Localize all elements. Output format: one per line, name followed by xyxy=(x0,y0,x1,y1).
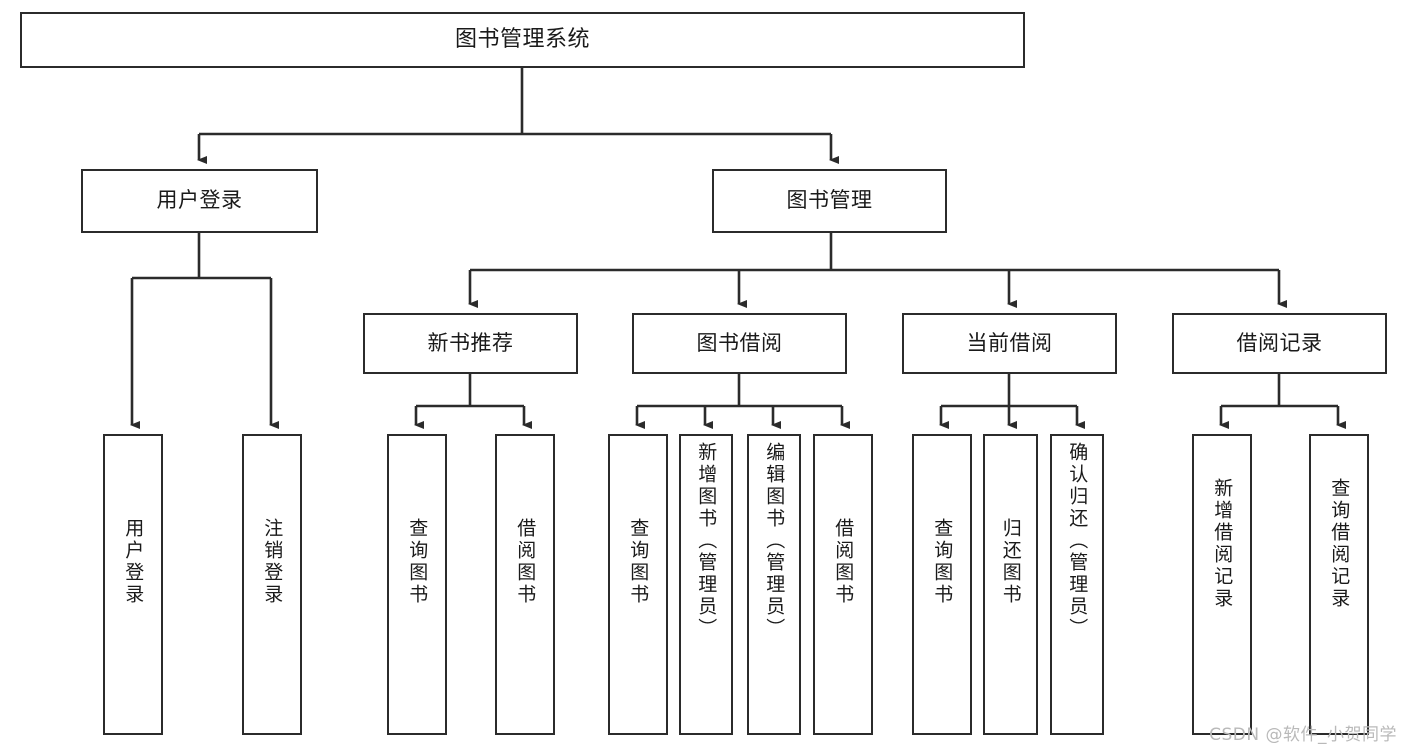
node-leaf-logout-login[interactable]: 注销登录 xyxy=(242,434,302,735)
node-label: 借阅图书 xyxy=(514,518,537,606)
node-leaf-borrow-book-rec[interactable]: 借阅图书 xyxy=(495,434,555,735)
node-leaf-confirm-return-admin[interactable]: 确认归还（管理员） xyxy=(1050,434,1104,735)
node-label: 确认归还（管理员） xyxy=(1066,442,1089,640)
node-root-book-management-system[interactable]: 图书管理系统 xyxy=(20,12,1025,68)
node-label: 当前借阅 xyxy=(966,330,1053,355)
node-leaf-query-book-borrow[interactable]: 查询图书 xyxy=(608,434,668,735)
node-label: 查询借阅记录 xyxy=(1328,478,1351,610)
node-current-borrow[interactable]: 当前借阅 xyxy=(902,313,1117,374)
node-label: 借阅图书 xyxy=(832,518,855,606)
node-label: 新书推荐 xyxy=(427,330,514,355)
node-label: 图书借阅 xyxy=(696,330,783,355)
node-new-book-recommend[interactable]: 新书推荐 xyxy=(363,313,578,374)
node-label: 归还图书 xyxy=(999,518,1022,606)
node-label: 新增借阅记录 xyxy=(1211,478,1234,610)
node-label: 用户登录 xyxy=(122,518,145,606)
node-book-borrow[interactable]: 图书借阅 xyxy=(632,313,847,374)
node-leaf-user-login[interactable]: 用户登录 xyxy=(103,434,163,735)
node-label: 编辑图书（管理员） xyxy=(763,442,786,640)
node-label: 查询图书 xyxy=(406,518,429,606)
node-label: 图书管理系统 xyxy=(454,26,590,52)
node-book-manage[interactable]: 图书管理 xyxy=(712,169,947,233)
node-user-login[interactable]: 用户登录 xyxy=(81,169,318,233)
node-label: 新增图书（管理员） xyxy=(695,442,718,640)
node-label: 用户登录 xyxy=(156,188,243,213)
node-label: 图书管理 xyxy=(786,188,873,213)
node-label: 查询图书 xyxy=(931,518,954,606)
node-leaf-query-book-rec[interactable]: 查询图书 xyxy=(387,434,447,735)
node-borrow-record[interactable]: 借阅记录 xyxy=(1172,313,1387,374)
node-leaf-add-borrow-record[interactable]: 新增借阅记录 xyxy=(1192,434,1252,735)
node-leaf-edit-book-admin[interactable]: 编辑图书（管理员） xyxy=(747,434,801,735)
node-leaf-borrow-book-2[interactable]: 借阅图书 xyxy=(813,434,873,735)
node-leaf-query-book-current[interactable]: 查询图书 xyxy=(912,434,972,735)
node-leaf-return-book[interactable]: 归还图书 xyxy=(983,434,1038,735)
node-label: 查询图书 xyxy=(627,518,650,606)
node-label: 注销登录 xyxy=(261,518,284,606)
node-label: 借阅记录 xyxy=(1236,330,1323,355)
node-leaf-add-book-admin[interactable]: 新增图书（管理员） xyxy=(679,434,733,735)
node-leaf-query-borrow-record[interactable]: 查询借阅记录 xyxy=(1309,434,1369,735)
